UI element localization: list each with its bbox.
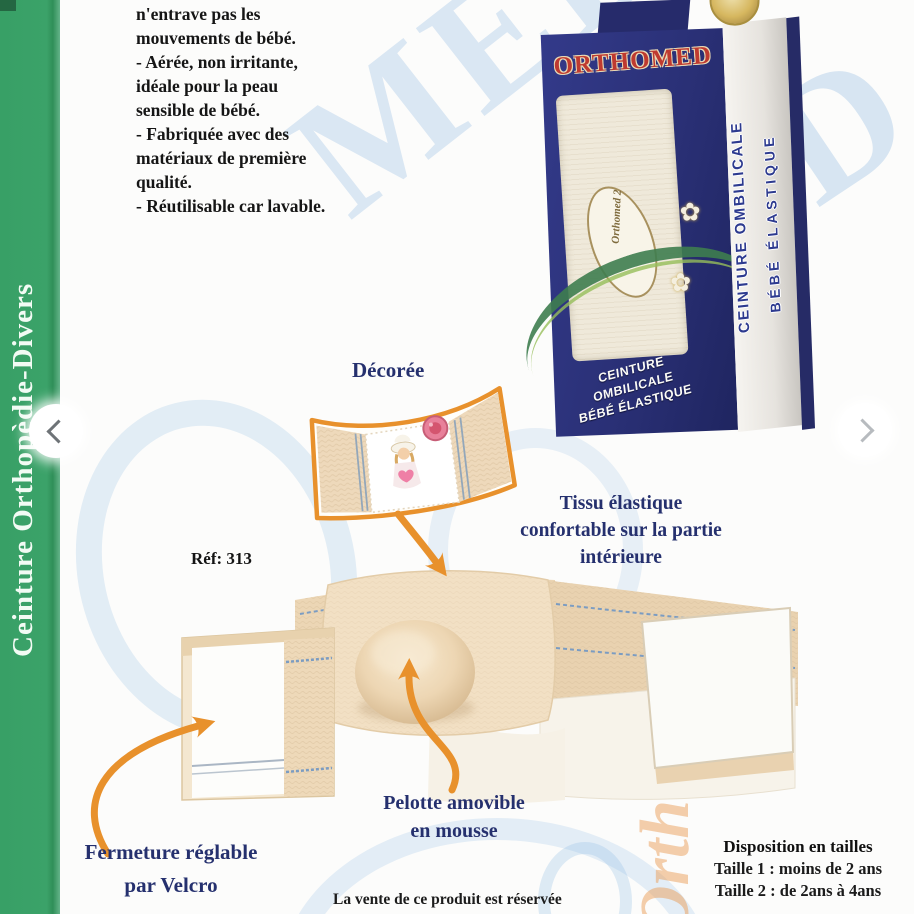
flower-icon: ✿ <box>669 267 692 298</box>
watermark-ring <box>40 369 393 769</box>
feature-line: mouvements de bébé. <box>136 28 296 48</box>
window-logo-text: Orthomed 2 <box>609 189 624 244</box>
main-belt-illustration <box>181 570 798 804</box>
flower-icon: ✿ <box>679 197 702 227</box>
fermeture-label: Fermeture réglable par Velcro <box>58 836 284 902</box>
feature-line: - Aérée, non irritante, <box>136 52 298 72</box>
sizes-title: Disposition en tailles <box>723 837 873 856</box>
curved-arrow-icon-decoree <box>394 510 447 577</box>
category-sidebar-label: Ceinture Orthopèdie-Divers <box>7 282 39 657</box>
product-box-photo: ORTHOMED Orthomed 2 ✿ ✿ CEINTURE OMBILIC… <box>503 0 820 457</box>
box-side-caption-2: BÉBÉ ÉLASTIQUE <box>760 133 784 314</box>
brand-title: ORTHOMED <box>552 41 713 81</box>
tissu-label-line1: Tissu élastique <box>559 493 683 514</box>
curved-arrow-icon-velcro <box>90 716 216 858</box>
pelotte-label-line1: Pelotte amovible <box>383 792 525 814</box>
pelotte-label-line2: en mousse <box>410 820 498 842</box>
feature-list: n'entrave pas les mouvements de bébé. - … <box>136 2 366 218</box>
pelotte-label: Pelotte amovible en mousse <box>353 789 555 845</box>
feature-line: idéale pour la peau <box>136 76 279 96</box>
feature-line: sensible de bébé. <box>136 100 260 120</box>
prev-button[interactable] <box>29 404 83 458</box>
chevron-right-icon <box>850 418 875 443</box>
decoree-label: Décorée <box>352 358 425 382</box>
size-line: Taille 1 : moins de 2 ans <box>713 859 883 878</box>
feature-line: qualité. <box>136 172 192 192</box>
sizes-block: Disposition en tailles Taille 1 : moins … <box>693 835 903 902</box>
curved-arrow-icon-pelotte <box>397 658 460 794</box>
chevron-left-icon <box>46 419 71 444</box>
box-front-face: ORTHOMED Orthomed 2 ✿ ✿ CEINTURE OMBILIC… <box>503 28 791 444</box>
tissu-label-line3: intérieure <box>580 547 662 568</box>
size-line: Taille 2 : de 2ans à 4ans <box>714 881 882 900</box>
footer-note: La vente de ce produit est réservée <box>333 891 562 908</box>
tissu-label-line2: confortable sur la partie <box>520 520 722 541</box>
tissu-label: Tissu élastique confortable sur la parti… <box>489 490 753 571</box>
fermeture-label-line2: par Velcro <box>124 873 218 897</box>
feature-line: - Fabriquée avec des <box>136 124 290 144</box>
page-corner-shadow <box>0 0 16 11</box>
feature-line: - Réutilisable car lavable. <box>136 196 326 216</box>
decorated-belt-illustration <box>309 386 517 521</box>
ref-label: Réf: 313 <box>191 549 252 568</box>
feature-line: n'entrave pas les <box>136 4 261 24</box>
fermeture-label-line1: Fermeture réglable <box>84 840 258 864</box>
feature-line: matériaux de première <box>136 148 307 168</box>
next-button[interactable] <box>838 403 892 457</box>
